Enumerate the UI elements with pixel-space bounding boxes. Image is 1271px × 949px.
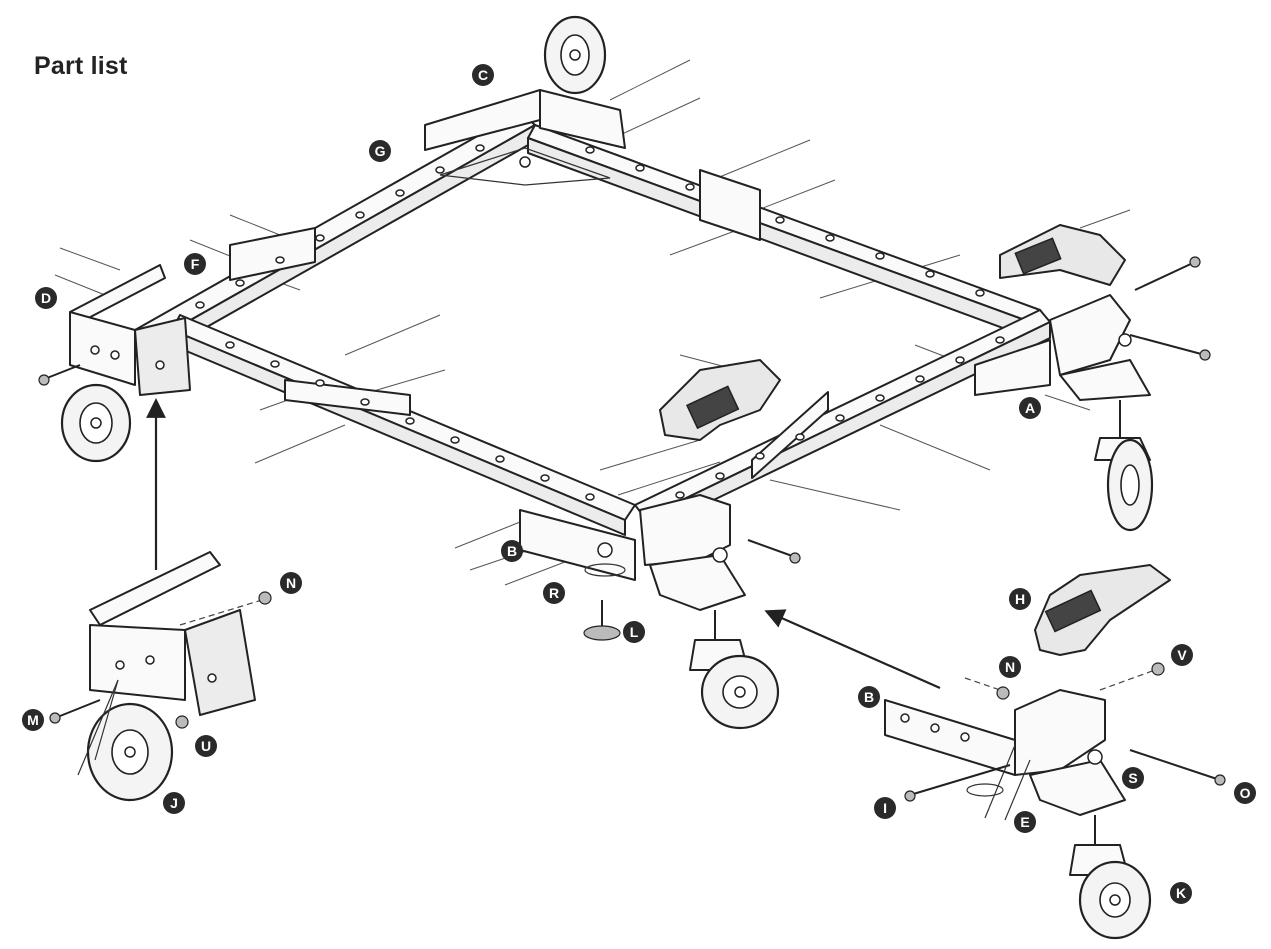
svg-text:G: G: [375, 143, 386, 159]
label-r: R: [543, 582, 565, 604]
label-v: V: [1171, 644, 1193, 666]
label-e: E: [1014, 811, 1036, 833]
corner-d-assembly: [38, 264, 191, 463]
label-l: L: [623, 621, 645, 643]
svg-text:D: D: [41, 290, 51, 306]
svg-text:L: L: [630, 624, 639, 640]
svg-text:N: N: [1005, 659, 1015, 675]
center-pedal: [659, 359, 781, 441]
svg-text:C: C: [478, 67, 488, 83]
svg-text:R: R: [549, 585, 559, 601]
label-n-right: N: [999, 656, 1021, 678]
svg-text:K: K: [1176, 885, 1186, 901]
label-b-detail: B: [858, 686, 880, 708]
svg-text:F: F: [191, 256, 200, 272]
svg-text:E: E: [1020, 814, 1029, 830]
detail-right-assembly: [884, 662, 1226, 940]
svg-text:M: M: [27, 712, 39, 728]
label-d: D: [35, 287, 57, 309]
page-title: Part list: [34, 52, 128, 80]
label-g: G: [369, 140, 391, 162]
svg-text:B: B: [507, 543, 517, 559]
svg-text:A: A: [1025, 400, 1035, 416]
svg-text:N: N: [286, 575, 296, 591]
label-h: H: [1009, 588, 1031, 610]
label-n-left: N: [280, 572, 302, 594]
assembly-arrows: [146, 398, 941, 690]
svg-text:U: U: [201, 738, 211, 754]
label-b-frame: B: [501, 540, 523, 562]
label-f: F: [184, 253, 206, 275]
frame-rails: [134, 89, 1051, 581]
pedal-h: [1034, 564, 1171, 656]
svg-text:H: H: [1015, 591, 1025, 607]
label-k: K: [1170, 882, 1192, 904]
svg-text:S: S: [1128, 770, 1137, 786]
corner-b-assembly: [583, 494, 801, 730]
part-labels: A B B C D E F G H I J K L M N N O R S U …: [22, 64, 1256, 904]
corner-a-assembly: [999, 224, 1211, 532]
svg-text:V: V: [1177, 647, 1187, 663]
label-c: C: [472, 64, 494, 86]
label-a: A: [1019, 397, 1041, 419]
label-o: O: [1234, 782, 1256, 804]
label-s: S: [1122, 767, 1144, 789]
label-u: U: [195, 735, 217, 757]
label-m: M: [22, 709, 44, 731]
svg-text:I: I: [883, 800, 887, 816]
label-j: J: [163, 792, 185, 814]
wheel-top: [543, 15, 607, 95]
svg-text:B: B: [864, 689, 874, 705]
svg-text:O: O: [1240, 785, 1251, 801]
svg-text:J: J: [170, 795, 178, 811]
rail-holes: [195, 144, 1005, 501]
label-i: I: [874, 797, 896, 819]
detail-left-assembly: [49, 551, 272, 802]
